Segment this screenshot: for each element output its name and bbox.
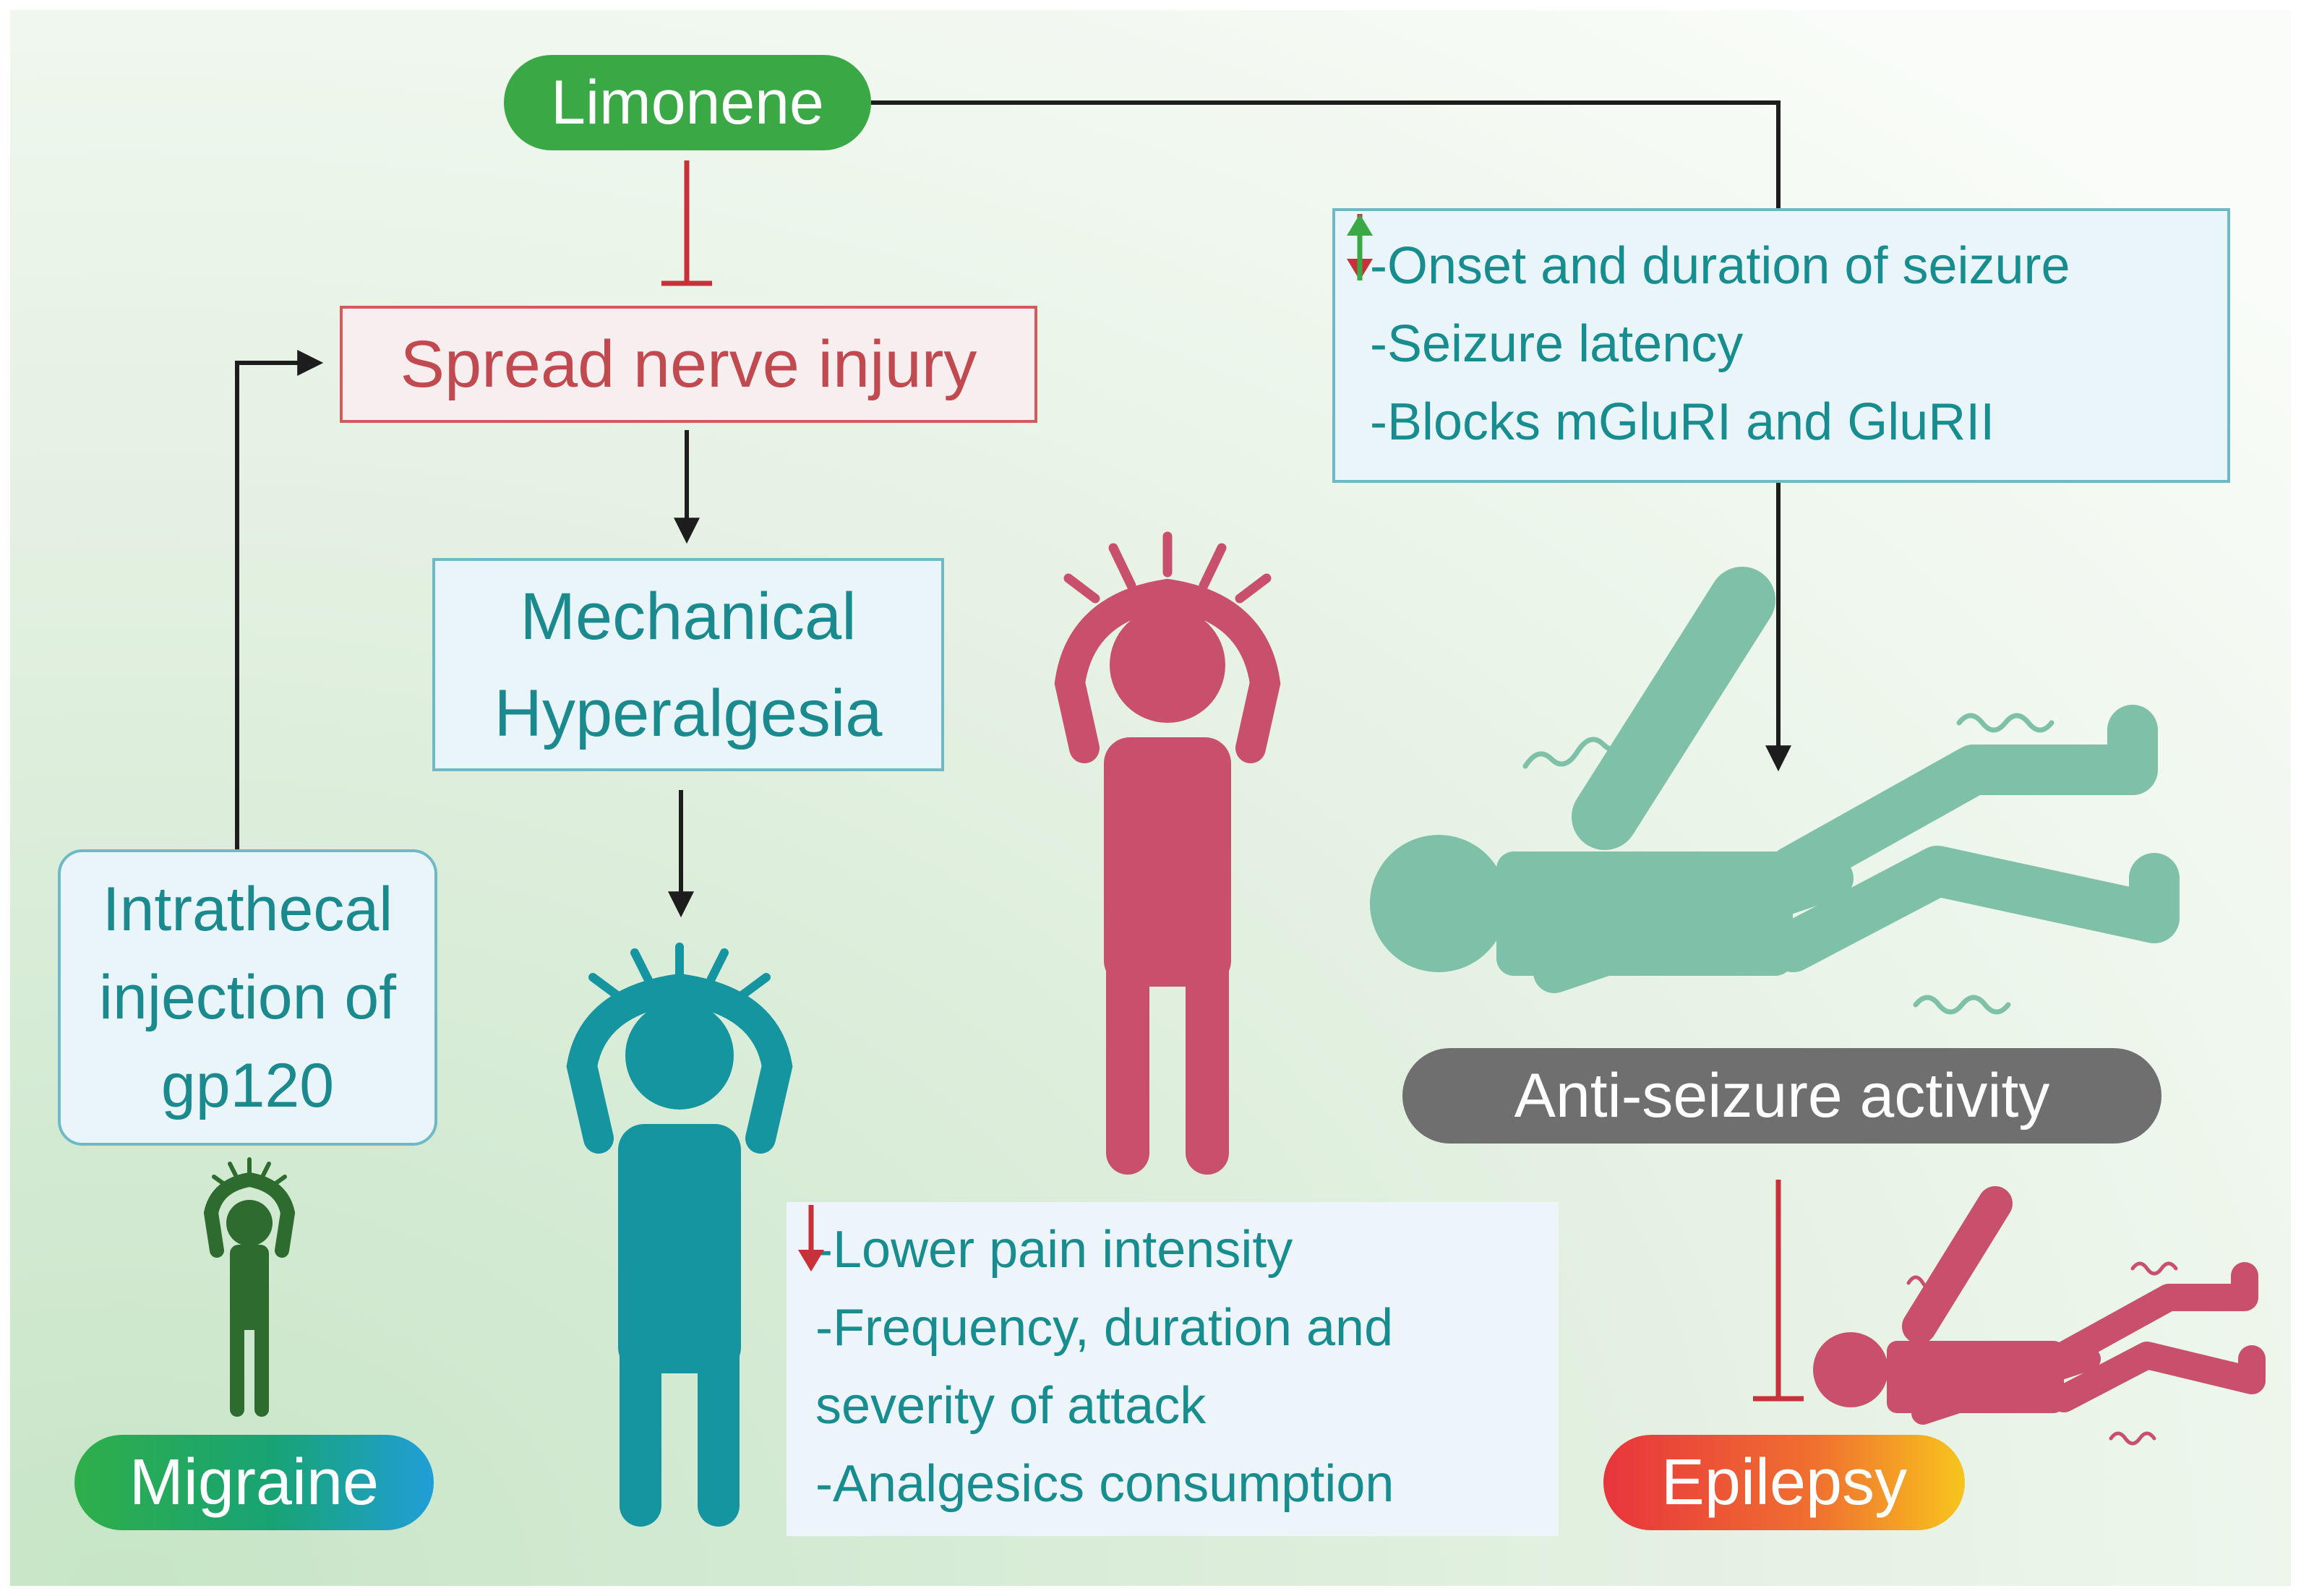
seizure-effect-3: -Blocks mGluRI and GluRII	[1370, 393, 1995, 451]
seizure-effect-1: -Onset and duration of seizure	[1347, 214, 2227, 305]
intrathecal-line-3: gp120	[160, 1051, 335, 1120]
migraine-effect-3: severity of attack	[798, 1205, 1559, 1445]
migraine-effect-1: -Lower pain intensity	[815, 1221, 1293, 1279]
small-migraine-figure	[203, 1157, 296, 1417]
spread-nerve-injury-box: Spread nerve injury	[340, 306, 1037, 423]
spread-nerve-injury-label: Spread nerve injury	[400, 327, 977, 401]
up-arrow-icon	[1347, 214, 1373, 280]
limonene-to-seizure-connector	[871, 100, 1781, 210]
inhibition-limonene-spread	[661, 160, 712, 286]
migraine-effect-4: -Analgesics consumption	[798, 1205, 1559, 1523]
mechanical-hyperalgesia-box: Mechanical Hyperalgesia	[432, 558, 944, 771]
mechanical-line-1: Mechanical	[520, 579, 857, 653]
anti-seizure-activity-pill: Anti-seizure activity	[1402, 1048, 2161, 1144]
epilepsy-label: Epilepsy	[1661, 1446, 1908, 1519]
migraine-pill-bg	[74, 1435, 434, 1530]
pink-headache-figure	[1054, 531, 1281, 1175]
seizure-effect-2: -Seizure latency	[1347, 214, 2227, 383]
seizure-figure	[1370, 567, 2180, 1015]
limonene-pill: Limonene	[504, 55, 871, 150]
teal-headache-figure	[566, 943, 793, 1527]
seizure-effects-box: -Onset and duration of seizure -Seizure …	[1332, 208, 2230, 483]
gp120-to-spread-arrow	[235, 350, 324, 849]
migraine-effect-2: -Frequency, duration and	[815, 1299, 1394, 1357]
intrathecal-line-2: injection of	[98, 963, 397, 1032]
inhibition-anti-seizure-epilepsy	[1753, 1180, 1804, 1402]
down-arrow-icon	[798, 1205, 824, 1271]
small-seizure-figure	[1813, 1186, 2266, 1446]
migraine-pill: Migraine	[74, 1435, 434, 1530]
epilepsy-pill-bg	[1603, 1435, 1965, 1530]
epilepsy-pill: Epilepsy	[1603, 1435, 1965, 1530]
migraine-label: Migraine	[129, 1446, 380, 1519]
anti-seizure-label: Anti-seizure activity	[1514, 1060, 2050, 1130]
mechanical-line-2: Hyperalgesia	[494, 676, 883, 750]
limonene-label: Limonene	[551, 67, 824, 137]
migraine-effects-box: -Lower pain intensity -Frequency, durati…	[787, 1202, 1559, 1536]
intrathecal-line-1: Intrathecal	[102, 875, 393, 944]
intrathecal-injection-box: Intrathecal injection of gp120	[58, 849, 437, 1146]
